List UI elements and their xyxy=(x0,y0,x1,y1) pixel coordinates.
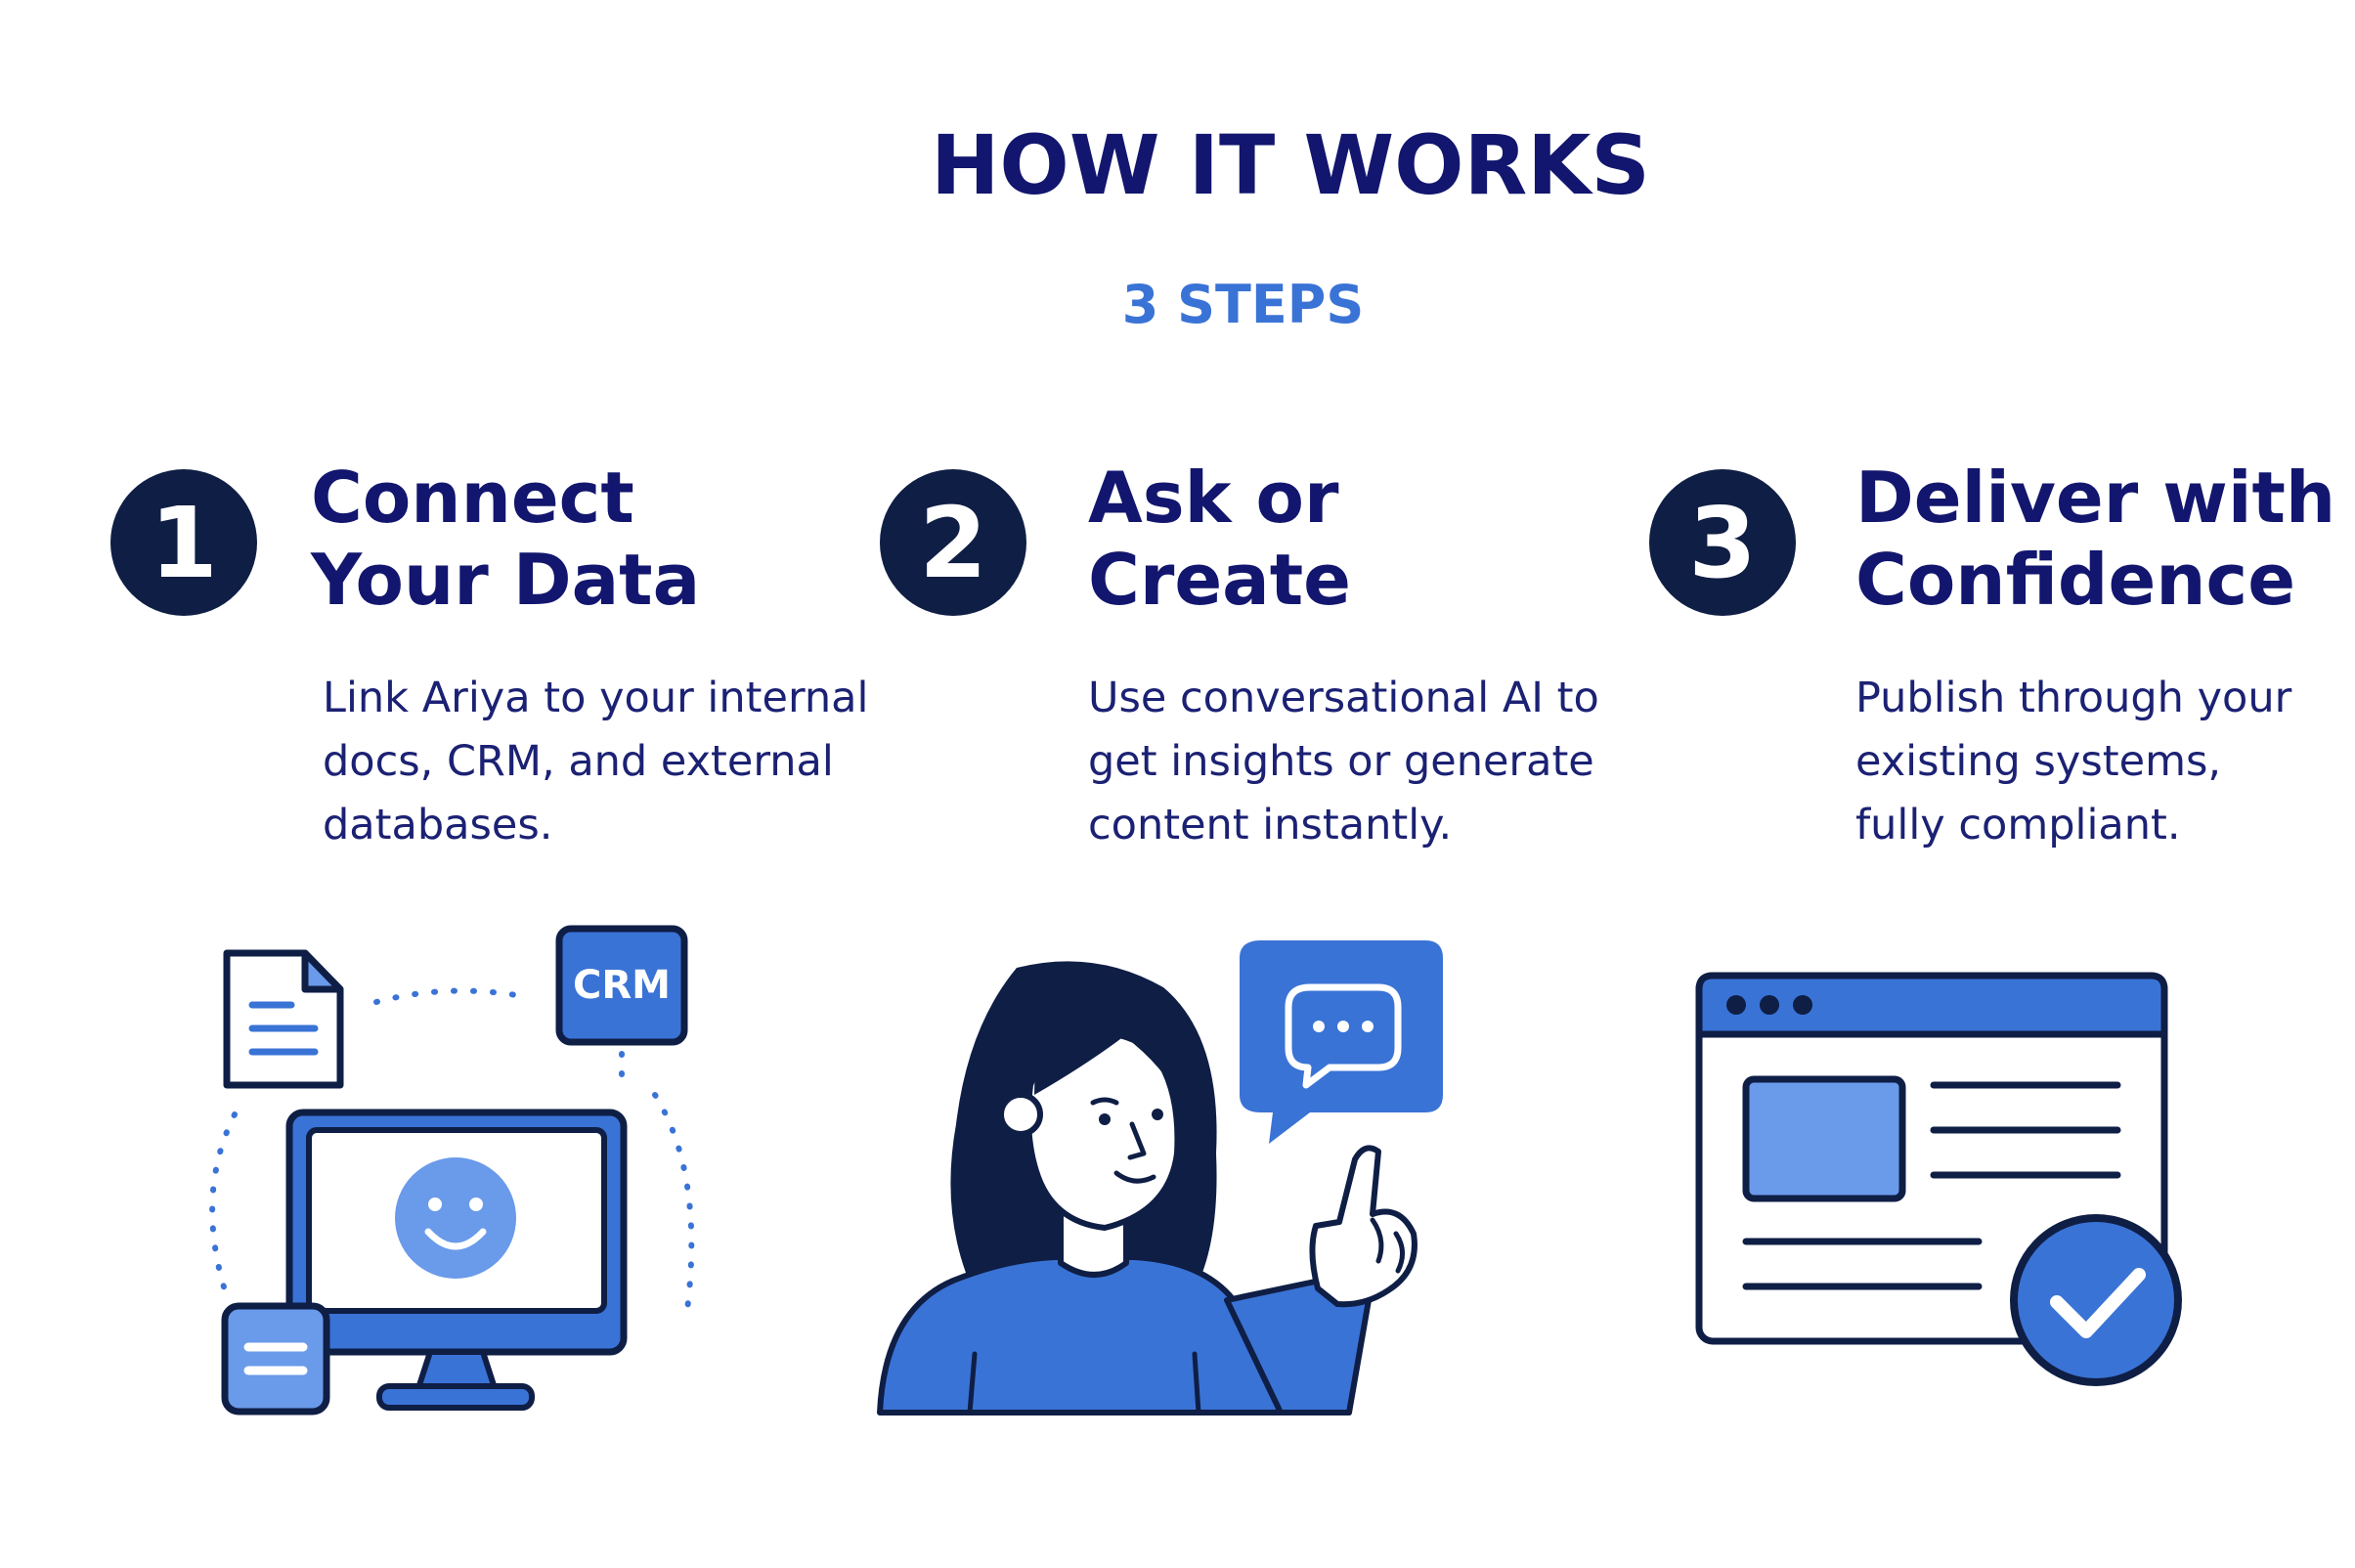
step-2-title-line-1: Ask or xyxy=(1088,457,1339,539)
page-title: HOW IT WORKS xyxy=(931,117,1650,213)
smiley-face-icon xyxy=(395,1157,516,1279)
step-3-desc-line-1: Publish through your xyxy=(1855,674,2292,722)
page-subtitle: 3 STEPS xyxy=(1121,274,1365,335)
step-2-desc-line-1: Use conversational AI to xyxy=(1088,674,1599,722)
chat-bubble-icon xyxy=(1240,940,1443,1144)
step-3-desc-line-3: fully compliant. xyxy=(1855,801,2181,849)
step-2-number-badge: 2 xyxy=(880,469,1026,616)
step-2-title: Ask or Create xyxy=(1088,457,1351,621)
step-3-title-line-1: Deliver with xyxy=(1855,457,2336,539)
crm-badge-icon xyxy=(555,925,688,1046)
step-3-title: Deliver with Confidence xyxy=(1855,457,2335,621)
step-1-title-line-1: Connect xyxy=(311,457,634,539)
step-1-number-badge: 1 xyxy=(110,469,257,616)
step-1-desc-line-1: Link Ariya to your internal xyxy=(323,674,869,722)
step-3-title-line-2: Confidence xyxy=(1855,539,2296,621)
checkmark-circle-icon xyxy=(2010,1214,2182,1386)
data-connect-illustration xyxy=(209,925,695,1416)
step-2-desc-line-2: get insights or generate xyxy=(1088,737,1594,786)
person-icon xyxy=(877,961,1417,1416)
step-2-description: Use conversational AI to get insights or… xyxy=(1088,667,1599,857)
crm-badge-label: CRM xyxy=(573,963,671,1008)
browser-check-illustration xyxy=(1695,972,2182,1386)
document-icon xyxy=(223,949,344,1089)
step-3-description: Publish through your existing systems, f… xyxy=(1855,667,2291,857)
step-3-desc-line-2: existing systems, xyxy=(1855,737,2222,786)
step-1-desc-line-2: docs, CRM, and external xyxy=(323,737,834,786)
step-2-title-line-2: Create xyxy=(1088,539,1352,621)
step-1-title-line-2: Your Data xyxy=(311,539,701,621)
step-3-number-badge: 3 xyxy=(1649,469,1796,616)
person-chat-illustration xyxy=(877,940,1443,1416)
step-2-desc-line-3: content instantly. xyxy=(1088,801,1453,849)
step-1-description: Link Ariya to your internal docs, CRM, a… xyxy=(323,667,868,857)
database-card-icon xyxy=(221,1302,330,1416)
dotted-connector-icon xyxy=(209,987,695,1313)
step-1-title: Connect Your Data xyxy=(311,457,700,621)
step-1-desc-line-3: databases. xyxy=(323,801,553,849)
